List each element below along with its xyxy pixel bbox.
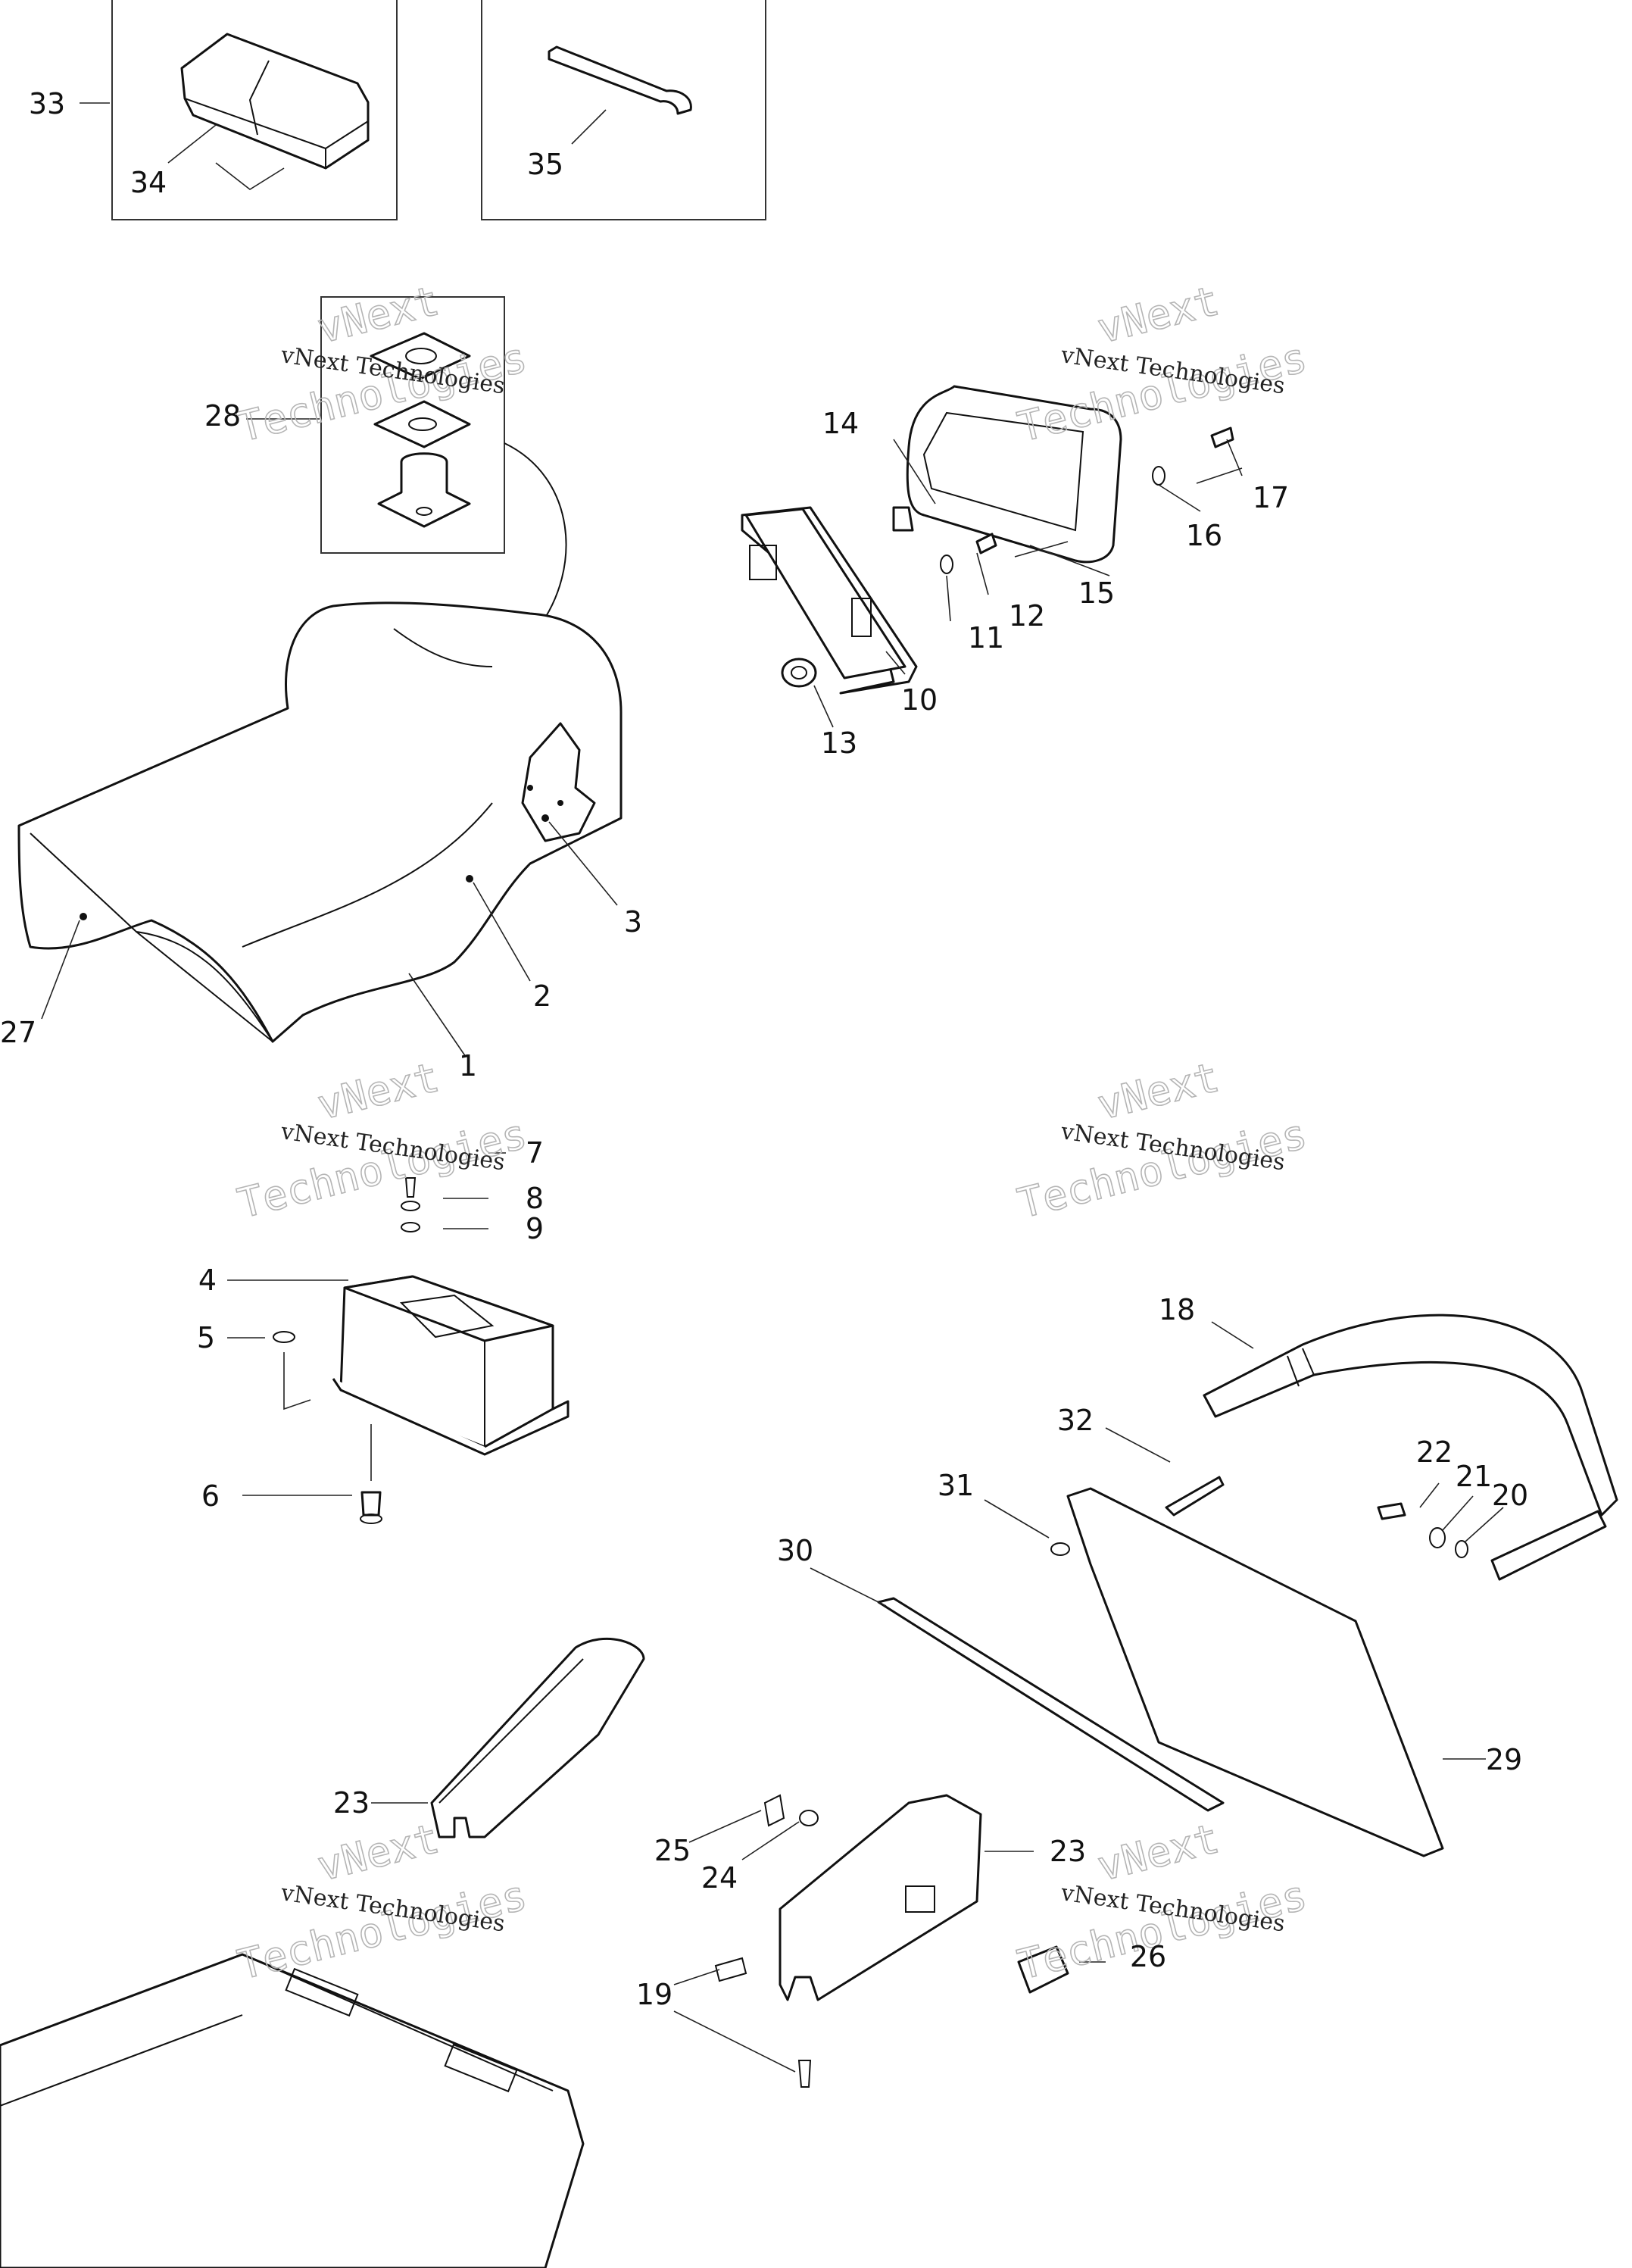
callout-28: 28 (204, 399, 241, 433)
callout-20: 20 (1492, 1479, 1528, 1512)
callout-32: 32 (1057, 1404, 1094, 1437)
watermark-2: Technologies vNext vNext Technologies (1013, 276, 1312, 451)
callout-1: 1 (459, 1049, 477, 1082)
callout-2: 2 (533, 979, 551, 1013)
callout-35: 35 (527, 148, 563, 181)
watermark-5: Technologies vNext vNext Technologies (232, 1813, 532, 1989)
callout-7: 7 (526, 1136, 544, 1170)
footrest-right (714, 1794, 1069, 2088)
callout-9: 9 (526, 1212, 544, 1245)
callout-8: 8 (526, 1182, 544, 1215)
callout-17: 17 (1253, 481, 1289, 514)
chassis-tunnel (0, 1953, 585, 2268)
snow-flap (877, 1476, 1444, 1857)
callout-12: 12 (1009, 599, 1045, 633)
watermark-text: vNext (1093, 1814, 1224, 1890)
callout-15: 15 (1078, 576, 1115, 610)
callout-18: 18 (1159, 1293, 1195, 1326)
footrest-left (430, 1637, 645, 1838)
callout-13: 13 (821, 726, 857, 760)
callout-30: 30 (777, 1534, 813, 1567)
taillight-assembly (741, 385, 1234, 695)
callout-10: 10 (901, 683, 938, 717)
watermark-4: Technologies vNext vNext Technologies (1013, 1052, 1312, 1228)
callout-31: 31 (938, 1469, 974, 1502)
watermark-3: Technologies vNext vNext Technologies (232, 1052, 532, 1228)
watermark-text: vNext (313, 1053, 444, 1129)
callout-22: 22 (1416, 1435, 1453, 1469)
callout-26: 26 (1130, 1940, 1166, 1973)
callout-27: 27 (0, 1016, 36, 1049)
callout-3: 3 (624, 905, 642, 939)
callout-19: 19 (636, 1978, 672, 2011)
callout-labels: 1 2 3 4 5 6 7 8 9 10 11 12 13 14 15 16 1… (0, 87, 1528, 2011)
watermark-text: vNext (1093, 1053, 1224, 1129)
callout-24: 24 (701, 1861, 738, 1895)
callout-23b: 23 (1050, 1835, 1086, 1868)
callout-5: 5 (197, 1321, 215, 1354)
watermark-text: vNext (1093, 276, 1224, 352)
callout-25: 25 (654, 1834, 691, 1867)
callout-6: 6 (201, 1479, 220, 1513)
inset-box-spanner-wrench (481, 0, 766, 220)
callout-29: 29 (1486, 1743, 1522, 1776)
callout-4: 4 (198, 1264, 217, 1297)
seat-assembly (17, 601, 623, 1043)
leader-lines (41, 102, 1504, 2073)
callout-34: 34 (130, 166, 167, 199)
callout-14: 14 (822, 407, 859, 440)
callout-21: 21 (1456, 1460, 1492, 1493)
storage-box (273, 1177, 569, 1524)
rear-grab-handle (1203, 1314, 1618, 1581)
callout-23a: 23 (333, 1786, 370, 1820)
callout-16: 16 (1186, 519, 1222, 552)
inset-box-seat-cover (111, 0, 398, 220)
callout-11: 11 (968, 621, 1004, 654)
callout-33: 33 (29, 87, 65, 120)
watermark-text: vNext (313, 1814, 444, 1890)
inset-box-seat-latch (320, 296, 567, 632)
